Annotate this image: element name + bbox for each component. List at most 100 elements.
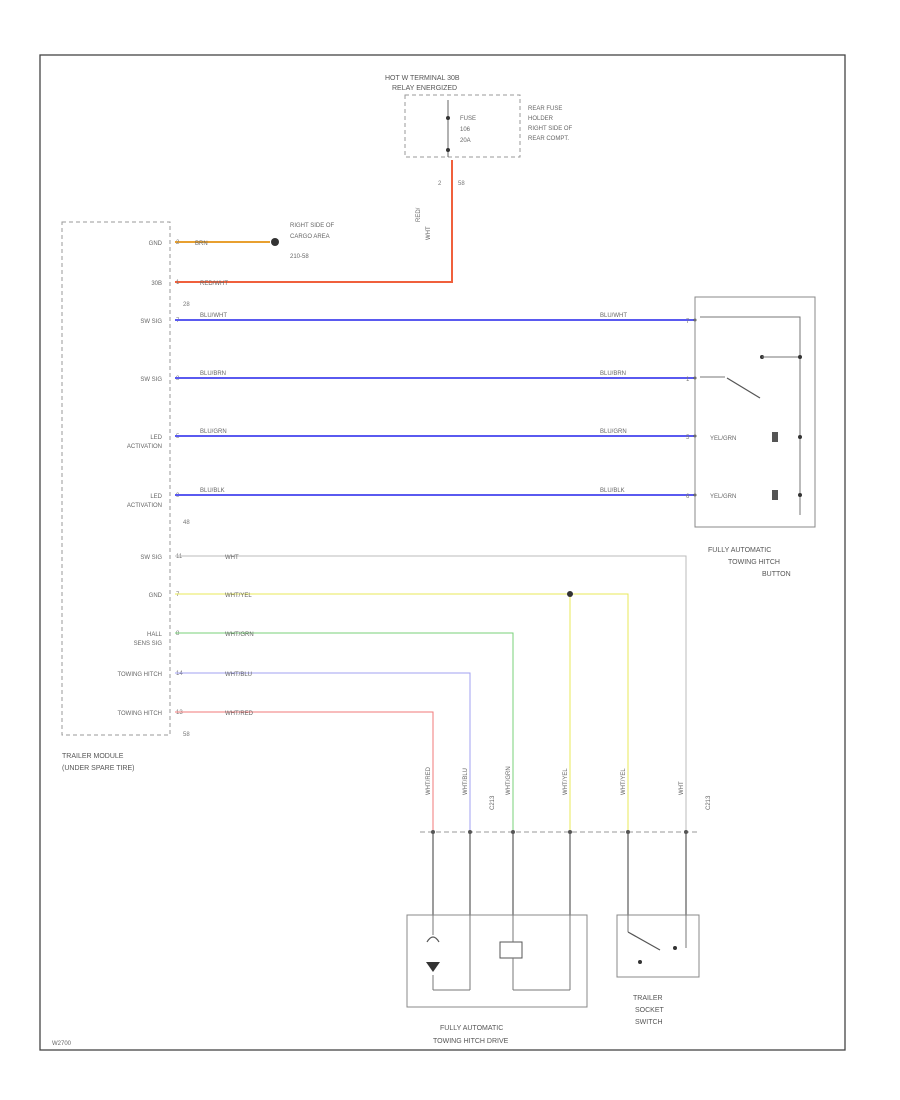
module-connector-bot: 58 — [183, 732, 190, 738]
led-2-wire-label: YEL/GRN — [710, 494, 736, 500]
connector-pin — [684, 830, 688, 834]
button-junction-2 — [798, 435, 802, 439]
drive-name-1: FULLY AUTOMATIC — [440, 1025, 503, 1032]
switch-node-1 — [673, 946, 677, 950]
switch-node-2 — [638, 960, 642, 964]
module-pin-number: 2 — [176, 240, 180, 246]
power-pin-left: 2 — [438, 181, 442, 187]
button-wire-label-right: BLU/GRN — [600, 429, 627, 435]
button-junction-1 — [798, 355, 802, 359]
module-connector-top: 28 — [183, 302, 190, 308]
wire-label-wht-yel: WHT/YEL — [225, 593, 252, 599]
led-2-icon — [772, 490, 778, 500]
connector-pin — [511, 830, 515, 834]
module-pin-number: 7 — [176, 592, 180, 598]
trailer-module-outline — [61, 221, 171, 736]
switch-contact — [627, 931, 661, 951]
ground-label-1: RIGHT SIDE OF — [290, 223, 335, 229]
module-pin-label: ACTIVATION — [127, 503, 162, 509]
ground-label-2: CARGO AREA — [290, 234, 330, 240]
led-1-wire-label: YEL/GRN — [710, 436, 736, 442]
wire-wht-red — [175, 711, 434, 832]
button-wire-label-right: BLU/WHT — [600, 313, 627, 319]
vertical-wire-label: WHT — [679, 781, 685, 795]
fuse-terminal-bottom — [446, 148, 450, 152]
module-wire-label: RED/WHT — [200, 281, 228, 287]
wire-label-wht-red: WHT/RED — [225, 711, 254, 717]
button-name-2: TOWING HITCH — [728, 559, 780, 566]
module-pin-number: 1 — [176, 280, 180, 286]
drive-name-2: TOWING HITCH DRIVE — [433, 1038, 509, 1045]
module-pin-label: HALL — [147, 632, 163, 638]
vertical-wire-label: WHT/YEL — [621, 768, 627, 795]
fuse-label-3: 20A — [460, 138, 471, 144]
holder-label-1: REAR FUSE — [528, 106, 562, 112]
holder-label-2: HOLDER — [528, 116, 554, 122]
ground-point — [271, 238, 279, 246]
button-pin-number: 7 — [686, 319, 690, 325]
power-label-2: RELAY ENERGIZED — [392, 85, 457, 92]
connector-pin — [468, 830, 472, 834]
lower-drop-wires — [431, 830, 688, 915]
holder-label-3: RIGHT SIDE OF — [528, 126, 573, 132]
power-wire-label-1: RED/ — [416, 207, 422, 222]
switch-name-2: SOCKET — [635, 1007, 665, 1014]
fuse-terminal-top — [446, 116, 450, 120]
vertical-wire-label: WHT/YEL — [563, 768, 569, 795]
module-pin-label: GND — [149, 241, 163, 247]
button-name-1: FULLY AUTOMATIC — [708, 547, 771, 554]
button-wire-label-right: BLU/BLK — [600, 488, 625, 494]
button-wire-label-left: BLU/GRN — [200, 429, 227, 435]
diagram-frame — [39, 54, 846, 1051]
wire-wht — [175, 555, 687, 832]
module-pin-label: LED — [150, 494, 162, 500]
button-pin-number: 6 — [686, 494, 690, 500]
hall-sensor-icon — [426, 936, 440, 943]
power-wire — [175, 160, 453, 283]
towing-hitch-button-outline — [694, 296, 816, 528]
module-pin-label: SW SIG — [140, 319, 162, 325]
button-wire-label-left: BLU/BLK — [200, 488, 225, 494]
switch-name-3: SWITCH — [635, 1019, 663, 1026]
connector-label-left: C213 — [490, 795, 496, 810]
hitch-drive-outline — [406, 914, 588, 1008]
button-name-3: BUTTON — [762, 571, 791, 578]
fuse-holder-outline — [404, 94, 521, 158]
module-connector-mid: 48 — [183, 520, 190, 526]
module-pin-number: 14 — [176, 671, 183, 677]
button-pin-number: 5 — [686, 435, 690, 441]
button-junction-3 — [798, 493, 802, 497]
button-pin-number: 1 — [686, 377, 690, 383]
button-wire-label-left: BLU/WHT — [200, 313, 227, 319]
power-wire-label-2: WHT — [426, 226, 432, 240]
connector-pin — [626, 830, 630, 834]
vertical-wire-label: WHT/GRN — [506, 766, 512, 795]
fuse-label-2: 106 — [460, 127, 471, 133]
motor-icon — [426, 962, 440, 972]
socket-switch-outline — [616, 914, 700, 978]
wire-wht-grn — [175, 632, 514, 832]
button-inner-circuit — [700, 316, 801, 515]
connector-label-right: C213 — [706, 795, 712, 810]
switch-name-1: TRAILER — [633, 995, 663, 1002]
wire-wht-yel — [175, 593, 629, 832]
connector-pin — [568, 830, 572, 834]
holder-label-4: REAR COMPT. — [528, 136, 569, 142]
wire-label-wht: WHT — [225, 555, 239, 561]
module-name-2: (UNDER SPARE TIRE) — [62, 765, 134, 772]
wire-wht-blu — [175, 672, 471, 832]
module-pin-label: TOWING HITCH — [117, 711, 162, 717]
module-pin-label: TOWING HITCH — [117, 672, 162, 678]
vertical-wire-label: WHT/BLU — [463, 768, 469, 795]
module-pin-label: SW SIG — [140, 377, 162, 383]
splice-yel — [567, 591, 573, 597]
connector-pin — [431, 830, 435, 834]
module-pin-label: 30B — [151, 281, 162, 287]
power-pin-right: 58 — [458, 181, 465, 187]
fuse-label-1: FUSE — [460, 116, 476, 122]
module-name-1: TRAILER MODULE — [62, 753, 124, 760]
ground-label-3: 210-58 — [290, 254, 309, 260]
